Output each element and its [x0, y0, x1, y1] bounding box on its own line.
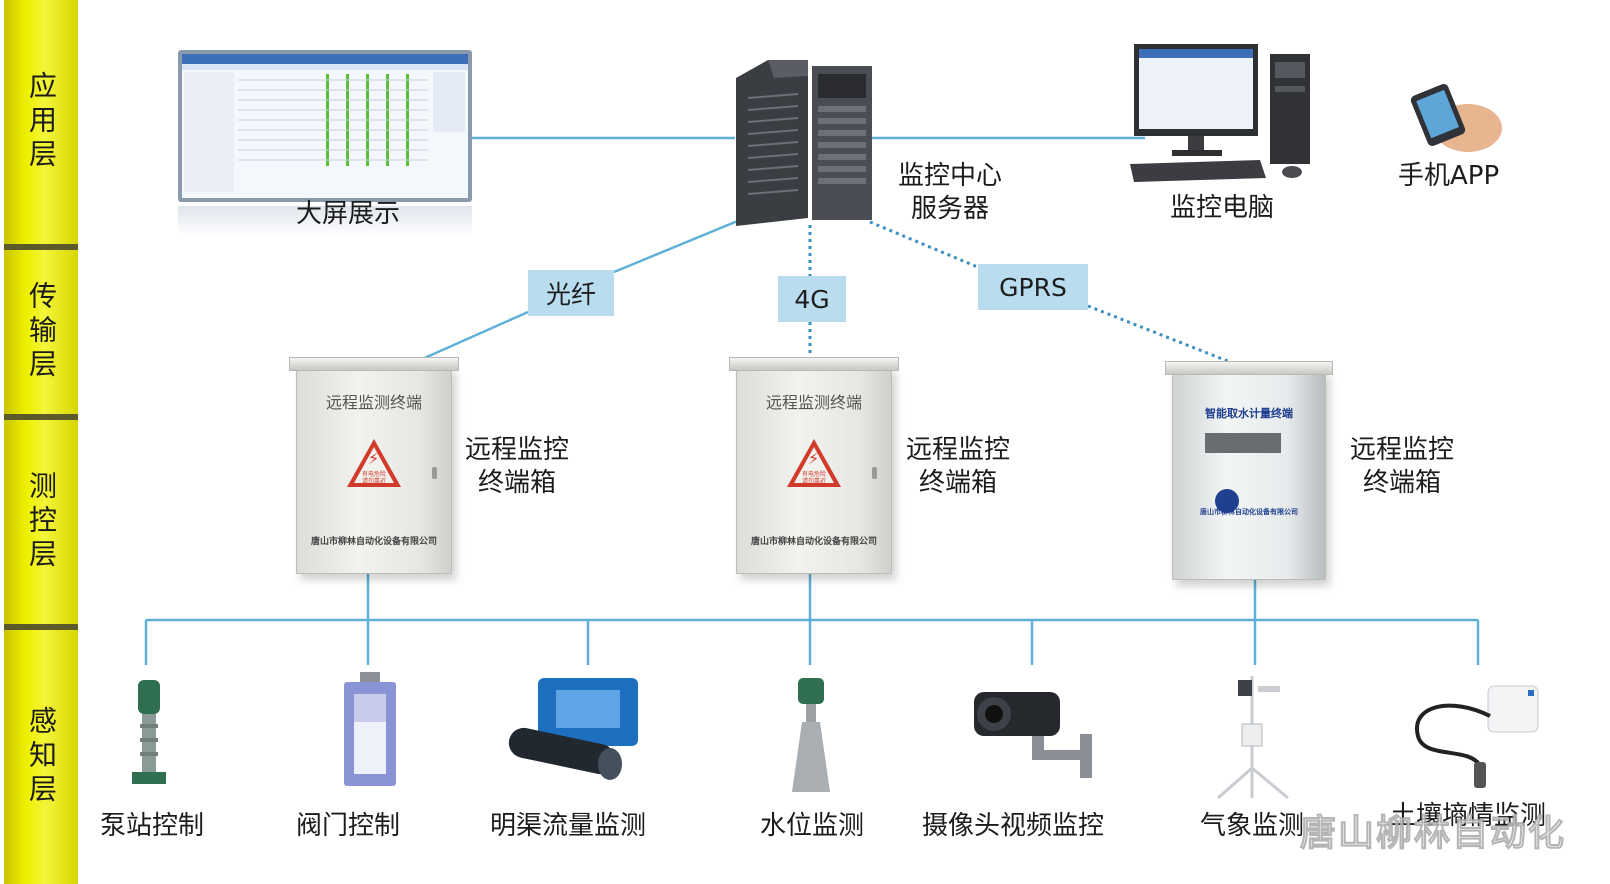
wire-gprs-upper — [869, 220, 981, 270]
server-label: 监控中心服务器 — [898, 161, 1003, 224]
big-screen-label: 大屏展示 — [296, 199, 401, 229]
sensor-label-weather: 气象监测 — [1200, 811, 1305, 841]
display-window — [1205, 433, 1281, 453]
radar-level-gauge-icon — [786, 676, 836, 794]
sensor-label-flow: 明渠流量监测 — [490, 811, 647, 841]
channel-fiber: 光纤 — [528, 270, 614, 316]
soil-moisture-sensor-icon — [1410, 676, 1540, 792]
terminal-box-3-maker: 唐山市柳林自动化设备有限公司 — [1200, 507, 1298, 516]
terminal-box-2-title: 远程监测终端 — [765, 393, 862, 412]
terminal-box-3: 智能取水计量终端 唐山市柳林自动化设备有限公司 — [1165, 361, 1333, 580]
camera-icon — [970, 684, 1100, 784]
monitoring-pc-icon — [1130, 40, 1315, 185]
channel-4g: 4G — [778, 276, 846, 322]
terminal-box-2-maker: 唐山市柳林自动化设备有限公司 — [750, 537, 877, 547]
channel-gprs: GPRS — [978, 264, 1088, 310]
layer-sensing: 感知层 — [4, 630, 78, 884]
sensor-label-valve: 阀门控制 — [296, 811, 401, 841]
layer-application: 应用层 — [4, 0, 78, 250]
terminal-box-3-title: 智能取水计量终端 — [1205, 407, 1293, 420]
wire-fiber-lower — [419, 310, 529, 362]
big-screen-image — [178, 50, 472, 236]
mobile-app-label: 手机APP — [1398, 161, 1500, 191]
warning-sign-text: 有电危险 请勿靠近 — [361, 471, 386, 485]
terminal-box-2-label: 远程监控终端箱 — [906, 435, 1011, 498]
sensor-label-level: 水位监测 — [760, 811, 865, 841]
sensor-label-soil: 土壤墒情监测 — [1390, 801, 1547, 831]
terminal-box-1: 远程监测终端 ⚡ 有电危险 请勿靠近 唐山市柳林自动化设备有限公司 — [289, 357, 459, 574]
wire-gprs-lower — [1087, 304, 1231, 364]
terminal-box-3-label: 远程监控终端箱 — [1350, 435, 1455, 498]
server-icon — [728, 58, 878, 226]
terminal-box-1-label: 远程监控终端箱 — [465, 435, 570, 498]
layer-control: 测控层 — [4, 420, 78, 630]
wire-fiber-upper — [613, 218, 741, 274]
flow-meter-icon — [506, 676, 640, 784]
warning-sign-text: 有电危险 请勿靠近 — [801, 471, 826, 485]
sensor-label-pump: 泵站控制 — [100, 811, 205, 841]
terminal-box-2: 远程监测终端 ⚡ 有电危险 请勿靠近 唐山市柳林自动化设备有限公司 — [729, 357, 899, 574]
company-watermark: 唐山柳林自动化 — [1299, 813, 1567, 855]
layer-transport: 传输层 — [4, 250, 78, 420]
sensor-label-camera: 摄像头视频监控 — [922, 811, 1105, 841]
company-logo-icon — [1215, 489, 1239, 513]
weather-station-icon — [1208, 672, 1298, 800]
valve-gate-icon — [338, 672, 402, 790]
terminal-box-1-title: 远程监测终端 — [325, 393, 422, 412]
pump-icon — [124, 676, 174, 788]
mobile-phone-icon — [1408, 80, 1504, 156]
monitoring-pc-label: 监控电脑 — [1170, 193, 1275, 223]
terminal-box-1-maker: 唐山市柳林自动化设备有限公司 — [310, 537, 437, 547]
